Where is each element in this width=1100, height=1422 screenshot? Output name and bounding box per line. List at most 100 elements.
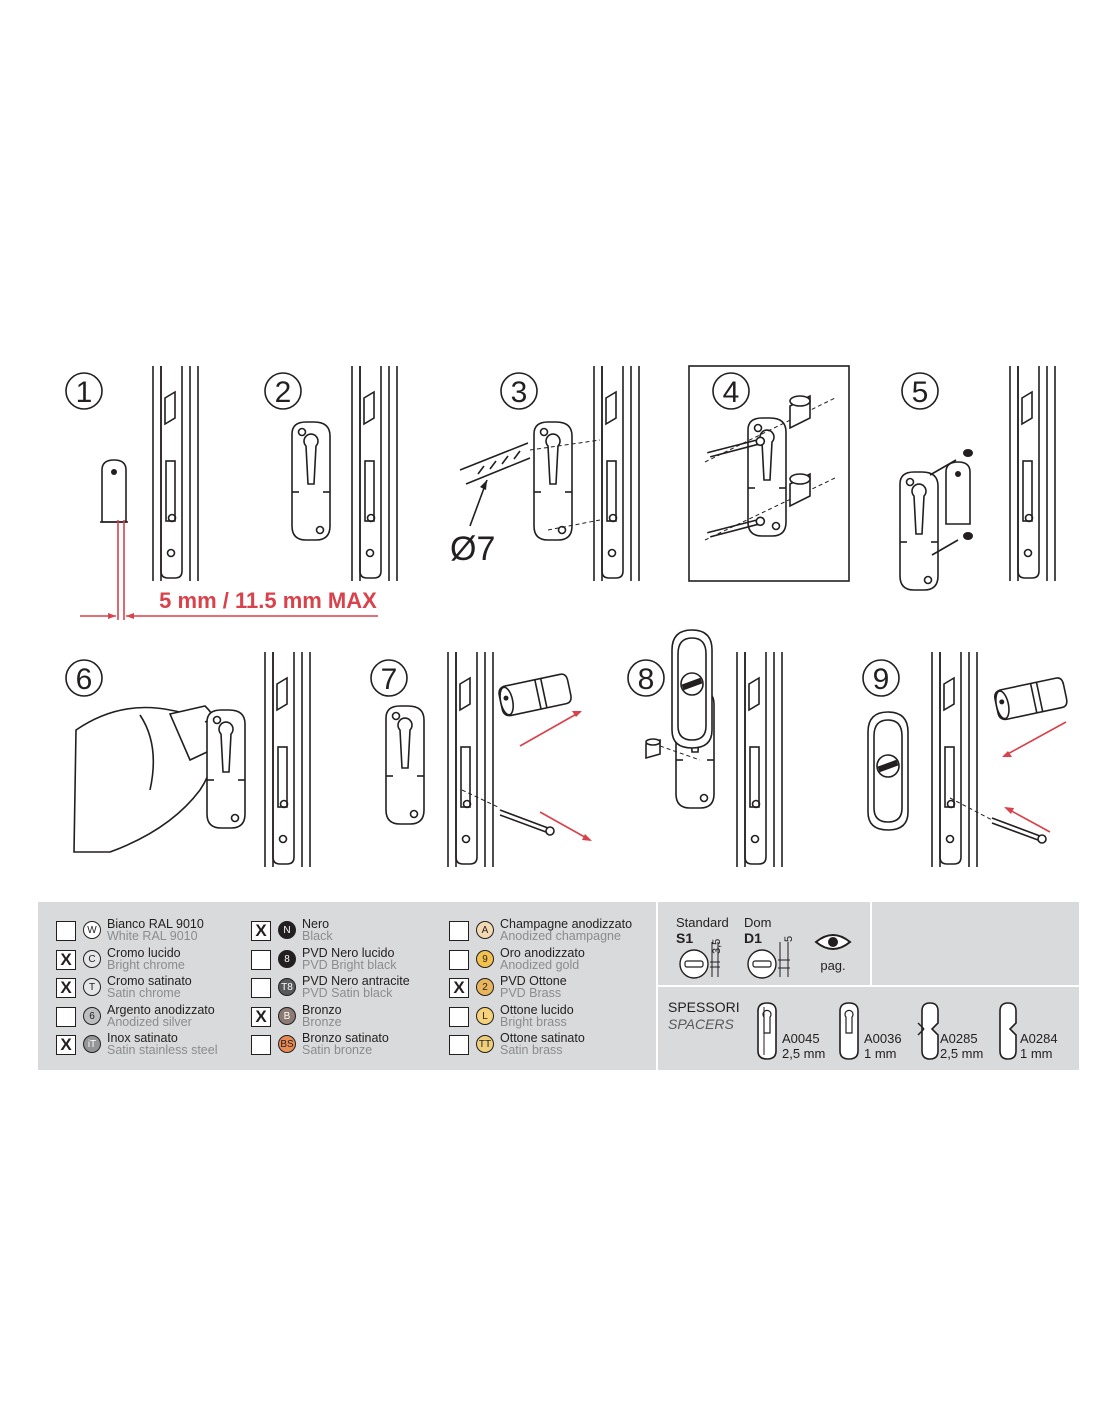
finish-checkbox[interactable] [251, 978, 271, 998]
finish-checkbox[interactable] [56, 1007, 76, 1027]
spacer-code: A0045 [782, 1031, 820, 1046]
finish-color-badge: L [476, 1007, 494, 1025]
finish-name-en: Satin bronze [302, 1043, 373, 1057]
spacers-graphic: SPESSORI SPACERS A0045 2,5 mm A0036 1 mm… [668, 999, 1058, 1061]
finish-name-it: Ottone satinato [500, 1031, 585, 1045]
finish-name-en: Bright chrome [107, 958, 185, 972]
finish-name-en: PVD Bright black [302, 958, 397, 972]
step-number-2: 2 [275, 376, 292, 409]
finish-name-it: Argento anodizzato [107, 1003, 215, 1017]
spacers-subtitle: SPACERS [668, 1016, 735, 1032]
finish-checkbox[interactable] [56, 921, 76, 941]
finish-name-it: Oro anodizzato [500, 946, 585, 960]
installation-diagram: 1 5 mm / 11.5 mm MAX 2 3 Ø7 4 5 6 [65, 365, 1069, 868]
finish-name-it: Bronzo satinato [302, 1031, 389, 1045]
finish-color-badge: 2 [476, 978, 494, 996]
finish-checkbox[interactable] [449, 921, 469, 941]
finish-name-en: Anodized gold [500, 958, 580, 972]
spacer-thickness: 2,5 mm [782, 1046, 825, 1061]
finish-name-it: Inox satinato [107, 1031, 178, 1045]
finish-name-en: Anodized champagne [500, 929, 621, 943]
finish-color-badge: N [278, 921, 296, 939]
standard-dimension: 3,5 [711, 939, 723, 954]
finish-name-en: Satin brass [500, 1043, 563, 1057]
see-page-label: pag. [820, 958, 845, 973]
spacer-a0036-icon [839, 1002, 859, 1060]
cylinder-types-graphic: Standard S1 3,5 Dom D1 5 pag. [676, 915, 852, 979]
finish-checkbox[interactable] [449, 1007, 469, 1027]
step-number-7: 7 [381, 663, 398, 696]
finish-name-it: PVD Nero antracite [302, 974, 410, 988]
finish-name-it: Nero [302, 917, 330, 931]
step-number-4: 4 [723, 376, 740, 409]
finish-color-badge: C [83, 950, 101, 968]
step-number-9: 9 [873, 663, 890, 696]
finish-name-en: PVD Satin black [302, 986, 393, 1000]
finish-name-it: Bianco RAL 9010 [107, 917, 204, 931]
finish-checkbox[interactable]: X [449, 978, 469, 998]
finish-name-it: Champagne anodizzato [500, 917, 633, 931]
step-number-5: 5 [912, 376, 929, 409]
finish-name-en: Satin stainless steel [107, 1043, 218, 1057]
spacers-panel: SPESSORI SPACERS A0045 2,5 mm A0036 1 mm… [658, 987, 1079, 1070]
spacer-a0284-icon [999, 1002, 1017, 1060]
spacer-a0045-icon [757, 1002, 777, 1060]
diameter-label: Ø7 [450, 530, 495, 568]
dimension-label: 5 mm / 11.5 mm MAX [159, 588, 377, 613]
finish-color-badge: 6 [83, 1007, 101, 1025]
step-number-6: 6 [76, 663, 93, 696]
finish-checkbox[interactable]: X [56, 1035, 76, 1055]
finish-name-en: Satin chrome [107, 986, 181, 1000]
finish-name-it: Cromo satinato [107, 974, 192, 988]
spacer-thickness: 2,5 mm [940, 1046, 983, 1061]
finish-checkbox[interactable] [449, 950, 469, 970]
finish-name-en: Black [302, 929, 333, 943]
step-number-1: 1 [76, 376, 93, 409]
finish-name-en: Bronze [302, 1015, 342, 1029]
finish-checkbox[interactable]: X [251, 921, 271, 941]
step-number-8: 8 [638, 663, 655, 696]
finish-checkbox[interactable]: X [251, 1007, 271, 1027]
finish-color-badge: B [278, 1007, 296, 1025]
finish-name-en: Anodized silver [107, 1015, 192, 1029]
finish-name-it: Bronzo [302, 1003, 342, 1017]
finish-name-it: PVD Nero lucido [302, 946, 395, 960]
finish-name-it: PVD Ottone [500, 974, 567, 988]
spacer-a0285-icon [917, 1002, 939, 1060]
finish-checkbox[interactable]: X [56, 978, 76, 998]
finish-checkbox[interactable] [251, 950, 271, 970]
spacer-thickness: 1 mm [864, 1046, 897, 1061]
finish-color-badge: BS [278, 1035, 296, 1053]
cylinder-types-panel: Standard S1 3,5 Dom D1 5 pag. [658, 902, 870, 985]
finish-color-badge: TT [476, 1035, 494, 1053]
finish-color-badge: 9 [476, 950, 494, 968]
finish-color-badge: T8 [278, 978, 296, 996]
finish-checkbox[interactable]: X [56, 950, 76, 970]
finish-color-badge: T [83, 978, 101, 996]
finish-name-it: Cromo lucido [107, 946, 181, 960]
blank-panel [872, 902, 1079, 985]
spacer-code: A0036 [864, 1031, 902, 1046]
finish-color-badge: iT [83, 1035, 101, 1053]
finish-color-badge: 8 [278, 950, 296, 968]
spacers-title: SPESSORI [668, 999, 740, 1015]
spacer-code: A0284 [1020, 1031, 1058, 1046]
step-number-3: 3 [511, 376, 528, 409]
spacer-thickness: 1 mm [1020, 1046, 1053, 1061]
eye-icon [814, 934, 852, 950]
finish-color-badge: A [476, 921, 494, 939]
finish-checkbox[interactable] [251, 1035, 271, 1055]
finish-name-it: Ottone lucido [500, 1003, 574, 1017]
dom-code: D1 [744, 930, 762, 946]
finish-name-en: PVD Brass [500, 986, 562, 1000]
finish-checkbox[interactable] [449, 1035, 469, 1055]
finish-name-en: Bright brass [500, 1015, 567, 1029]
finish-name-en: White RAL 9010 [107, 929, 198, 943]
dom-label: Dom [744, 915, 771, 930]
standard-code: S1 [676, 930, 693, 946]
spacer-code: A0285 [940, 1031, 978, 1046]
standard-label: Standard [676, 915, 729, 930]
dom-dimension: 5 [783, 936, 795, 942]
finish-color-badge: W [83, 921, 101, 939]
